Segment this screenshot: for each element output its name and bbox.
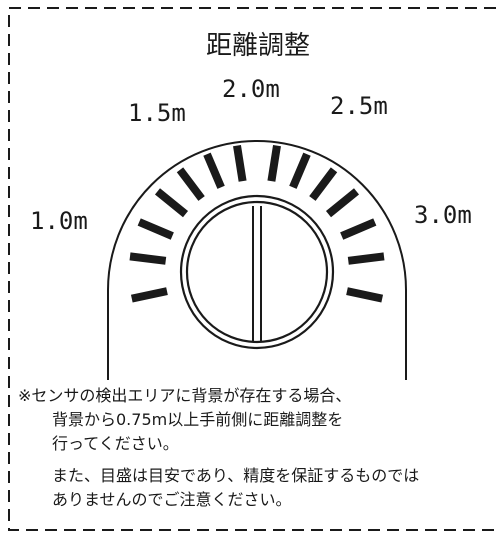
tick-mark-4 — [154, 188, 189, 218]
label-1-0m: 1.0m — [30, 207, 88, 235]
tick-mark-6 — [203, 152, 225, 189]
tick-mark-14 — [346, 287, 384, 303]
tick-mark-3 — [137, 218, 174, 240]
tick-mark-1 — [130, 287, 168, 303]
adjustment-knob — [179, 194, 335, 350]
label-2-0m: 2.0m — [222, 75, 280, 103]
dial-arch-outline — [107, 140, 407, 380]
tick-mark-8 — [267, 144, 281, 182]
tick-mark-9 — [289, 152, 311, 189]
dial-tick-marks — [129, 144, 385, 303]
knob-outer-ring — [179, 194, 335, 350]
tick-mark-11 — [325, 188, 360, 218]
diagram-title: 距離調整 — [206, 31, 310, 61]
note-line-5: ありませんのでご注意ください。 — [52, 490, 292, 509]
note-line-4: また、目盛は目安であり、精度を保証するものでは — [52, 466, 420, 485]
tick-mark-12 — [340, 218, 377, 240]
tick-mark-10 — [309, 167, 338, 201]
label-3-0m: 3.0m — [414, 201, 472, 229]
tick-mark-5 — [176, 167, 205, 201]
knob-inner-ring — [185, 200, 329, 344]
tick-mark-7 — [233, 144, 247, 182]
note-line-3: 行ってください。 — [52, 434, 179, 453]
tick-mark-13 — [347, 252, 385, 265]
note-line-1: ※センサの検出エリアに背景が存在する場合、 — [18, 386, 352, 405]
tick-mark-2 — [129, 252, 167, 265]
note-line-2: 背景から0.75m以上手前側に距離調整を — [52, 410, 344, 429]
label-1-5m: 1.5m — [128, 99, 186, 127]
label-2-5m: 2.5m — [330, 92, 388, 120]
dashed-frame — [8, 7, 496, 531]
